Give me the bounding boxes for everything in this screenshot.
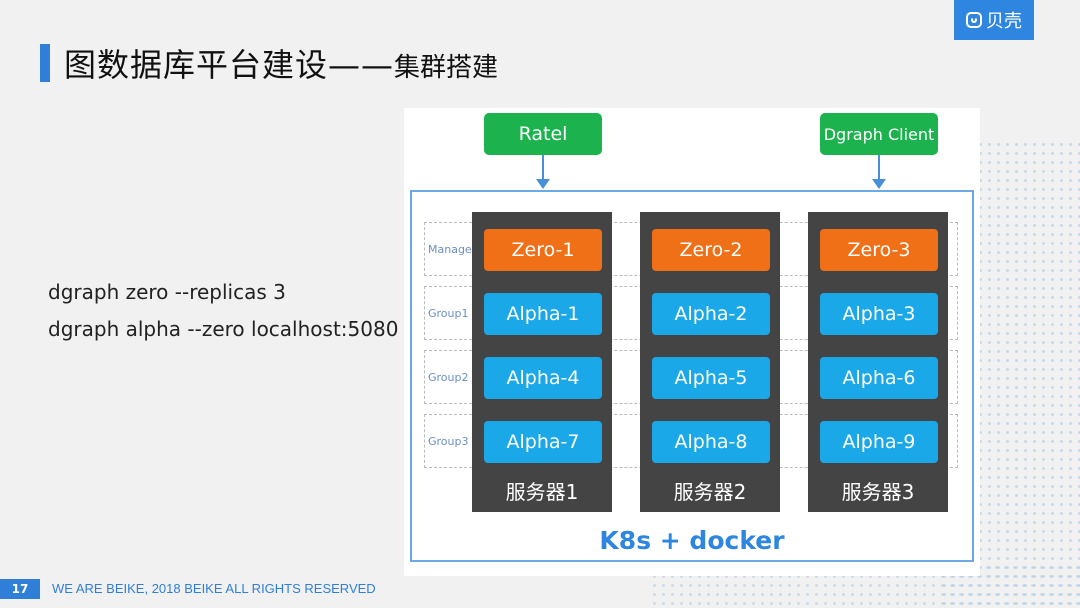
row-label-group2: Group2 — [428, 371, 469, 384]
alpha-node: Alpha-9 — [820, 421, 938, 463]
server-label: 服务器3 — [841, 480, 915, 504]
ratel-node: Ratel — [484, 113, 602, 155]
title-accent-bar — [40, 44, 50, 82]
server-label: 服务器1 — [505, 480, 579, 504]
title-sub: 集群搭建 — [394, 53, 499, 83]
cluster-diagram: Ratel Dgraph Client Manager Group1 Group… — [404, 108, 980, 576]
alpha-node: Alpha-2 — [652, 293, 770, 335]
logo-text: 贝壳 — [986, 11, 1022, 32]
server-2: Zero-2 Alpha-2 Alpha-5 Alpha-8 服务器2 — [640, 212, 780, 512]
row-label-group3: Group3 — [428, 435, 469, 448]
page-number: 17 — [0, 579, 40, 599]
beike-logo-icon — [966, 12, 982, 28]
alpha-node: Alpha-3 — [820, 293, 938, 335]
row-label-group1: Group1 — [428, 307, 469, 320]
k8s-frame — [410, 190, 974, 562]
row-label-manager: Manager — [428, 243, 477, 256]
server-1: Zero-1 Alpha-1 Alpha-4 Alpha-7 服务器1 — [472, 212, 612, 512]
server-label: 服务器2 — [673, 480, 747, 504]
dgraph-client-node: Dgraph Client — [820, 113, 938, 155]
zero-node: Zero-2 — [652, 229, 770, 271]
command-alpha: dgraph alpha --zero localhost:5080 — [48, 317, 399, 341]
title-main: 图数据库平台建设—— — [64, 46, 395, 84]
alpha-node: Alpha-8 — [652, 421, 770, 463]
client-arrow — [872, 155, 886, 189]
platform-label: K8s + docker — [599, 526, 785, 555]
zero-node: Zero-3 — [820, 229, 938, 271]
beike-logo: 贝壳 — [954, 0, 1034, 40]
page-title: 图数据库平台建设——集群搭建 — [64, 40, 498, 86]
alpha-node: Alpha-1 — [484, 293, 602, 335]
server-3: Zero-3 Alpha-3 Alpha-6 Alpha-9 服务器3 — [808, 212, 948, 512]
alpha-node: Alpha-5 — [652, 357, 770, 399]
alpha-node: Alpha-6 — [820, 357, 938, 399]
alpha-node: Alpha-4 — [484, 357, 602, 399]
footer-text: WE ARE BEIKE, 2018 BEIKE ALL RIGHTS RESE… — [52, 581, 376, 596]
command-zero: dgraph zero --replicas 3 — [48, 280, 286, 304]
ratel-arrow — [536, 155, 550, 189]
alpha-node: Alpha-7 — [484, 421, 602, 463]
zero-node: Zero-1 — [484, 229, 602, 271]
command-list: dgraph zero --replicas 3 dgraph alpha --… — [48, 274, 398, 348]
